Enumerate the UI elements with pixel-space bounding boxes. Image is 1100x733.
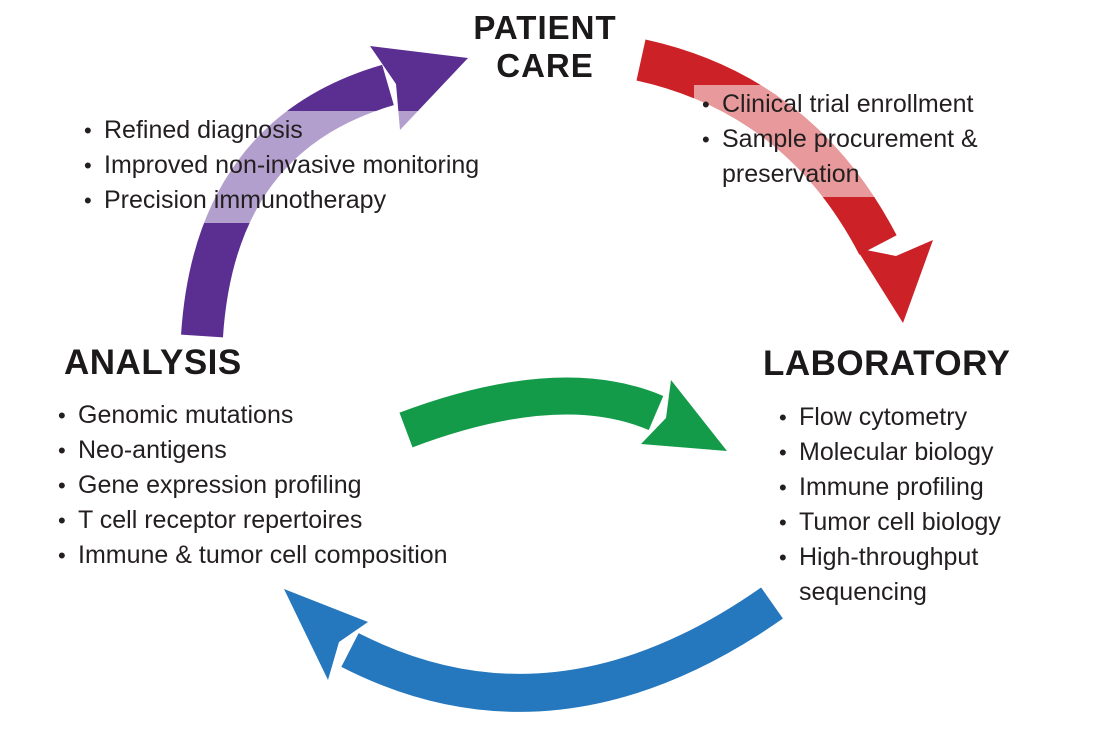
bullet-glyph: •	[58, 438, 66, 463]
list-item: • Immune profiling	[779, 470, 1027, 505]
list-item-label: Gene expression profiling	[78, 471, 362, 499]
arrow-analysis-to-laboratory	[399, 377, 727, 451]
list-item-label: Sample procurement & preservation	[722, 125, 978, 188]
node-title-patient-care: PATIENT CARE	[473, 9, 617, 84]
list-item: • Gene expression profiling	[58, 468, 558, 503]
list-item-label: Molecular biology	[799, 438, 994, 466]
list-item: • High-throughput sequencing	[779, 540, 1027, 610]
analysis-items-list: • Genomic mutations • Neo-antigens • Gen…	[58, 398, 558, 573]
list-item-label: Immune profiling	[799, 473, 984, 501]
list-item: • Clinical trial enrollment	[702, 87, 1002, 122]
arrow-laboratory-to-analysis-shaft	[341, 587, 783, 712]
bullet-glyph: •	[84, 153, 92, 178]
arrow-patient-care-to-laboratory-head	[856, 240, 933, 323]
bullet-glyph: •	[779, 405, 787, 430]
bullet-glyph: •	[58, 403, 66, 428]
bullet-glyph: •	[58, 543, 66, 568]
list-item: • Immune & tumor cell composition	[58, 538, 558, 573]
list-item-label: Flow cytometry	[799, 403, 968, 431]
patient-care-outcomes-list: • Refined diagnosis • Improved non-invas…	[76, 111, 542, 223]
list-item-label: Tumor cell biology	[799, 508, 1001, 536]
list-item-label: Improved non-invasive monitoring	[104, 151, 480, 179]
list-item: • Molecular biology	[779, 435, 1027, 470]
bullet-glyph: •	[84, 118, 92, 143]
arrow-analysis-to-laboratory-head	[641, 380, 727, 451]
list-item: • Sample procurement & preservation	[702, 122, 1002, 192]
arrow-laboratory-to-analysis-head	[284, 589, 368, 680]
arrow-analysis-to-patient-care-head	[370, 46, 468, 130]
list-item: • T cell receptor repertoires	[58, 503, 558, 538]
list-item: • Refined diagnosis	[84, 113, 536, 148]
list-item-label: Clinical trial enrollment	[722, 90, 974, 118]
node-title-laboratory: LABORATORY	[763, 344, 1011, 383]
list-item: • Genomic mutations	[58, 398, 558, 433]
node-title-analysis: ANALYSIS	[64, 343, 242, 382]
bullet-glyph: •	[702, 127, 710, 152]
list-item-label: Neo-antigens	[78, 436, 227, 464]
bullet-glyph: •	[84, 188, 92, 213]
clinical-steps-list: • Clinical trial enrollment • Sample pro…	[694, 85, 1008, 197]
list-item-label: Genomic mutations	[78, 401, 294, 429]
laboratory-items-list: • Flow cytometry • Molecular biology • I…	[779, 400, 1027, 610]
list-item: • Precision immunotherapy	[84, 183, 536, 218]
arrow-laboratory-to-analysis	[284, 587, 783, 712]
list-item: • Flow cytometry	[779, 400, 1027, 435]
list-item-label: Immune & tumor cell composition	[78, 541, 448, 569]
list-item: • Tumor cell biology	[779, 505, 1027, 540]
list-item-label: Precision immunotherapy	[104, 186, 387, 214]
list-item-label: T cell receptor repertoires	[78, 506, 363, 534]
list-item-label: Refined diagnosis	[104, 116, 303, 144]
list-item-label: High-throughput sequencing	[799, 543, 979, 606]
list-item: • Improved non-invasive monitoring	[84, 148, 536, 183]
bullet-glyph: •	[58, 473, 66, 498]
list-item: • Neo-antigens	[58, 433, 558, 468]
bullet-glyph: •	[58, 508, 66, 533]
bullet-glyph: •	[702, 92, 710, 117]
bullet-glyph: •	[779, 440, 787, 465]
arrow-analysis-to-laboratory-shaft	[399, 377, 664, 448]
bullet-glyph: •	[779, 545, 787, 570]
bullet-glyph: •	[779, 475, 787, 500]
bullet-glyph: •	[779, 510, 787, 535]
